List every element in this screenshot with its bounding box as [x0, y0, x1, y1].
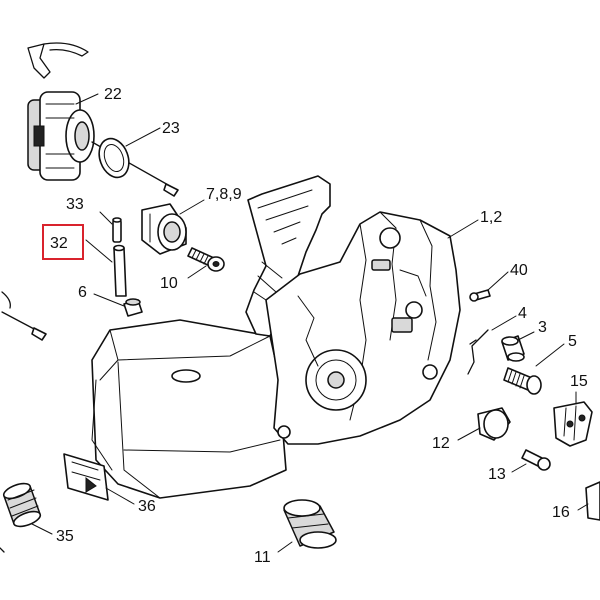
callout-12: 12: [432, 435, 450, 452]
o-ring-part: [98, 137, 130, 179]
callout-36: 36: [138, 498, 156, 515]
leader-lines: [31, 93, 589, 553]
callout-5: 5: [568, 333, 577, 350]
bracket-part-15: [553, 401, 593, 447]
callout-1-2: 1,2: [480, 209, 502, 226]
spring-clip-part: [27, 42, 89, 79]
screw-part-10: [187, 247, 225, 272]
bolt-part-5: [503, 367, 542, 395]
callout-35: 35: [56, 528, 74, 545]
callout-40: 40: [510, 262, 528, 279]
sleeve-part-11: [283, 499, 337, 549]
callout-13: 13: [488, 466, 506, 483]
callout-22: 22: [104, 86, 122, 103]
callout-15: 15: [570, 373, 588, 390]
screw-part-40: [469, 289, 491, 302]
left-cable-part: [1, 291, 47, 341]
bent-wire-part-4: [467, 329, 489, 375]
partial-part-16: [585, 481, 600, 521]
callout-4: 4: [518, 305, 527, 322]
pin-part-33: [112, 217, 122, 243]
callout-10: 10: [160, 275, 178, 292]
bolt-part-13: [521, 449, 551, 471]
cap-part-12: [477, 407, 511, 441]
rod-part-32: [113, 244, 127, 297]
starter-assembly-part: [27, 91, 95, 181]
decal-part-36: [63, 453, 109, 501]
callout-32-highlight-box: [42, 224, 84, 260]
crankcase-housing-part: [91, 175, 461, 499]
callout-16: 16: [552, 504, 570, 521]
callout-33: 33: [66, 196, 84, 213]
callout-32: 32: [50, 235, 68, 252]
callout-6: 6: [78, 284, 87, 301]
sleeve-part-3: [501, 335, 525, 362]
buffer-part-789: [141, 203, 187, 255]
bushing-part-6: [123, 298, 143, 317]
callout-11: 11: [254, 549, 271, 566]
callout-3: 3: [538, 319, 547, 336]
callout-789: 7,8,9: [206, 186, 242, 203]
callout-23: 23: [162, 120, 180, 137]
filter-part-35: [2, 482, 42, 528]
